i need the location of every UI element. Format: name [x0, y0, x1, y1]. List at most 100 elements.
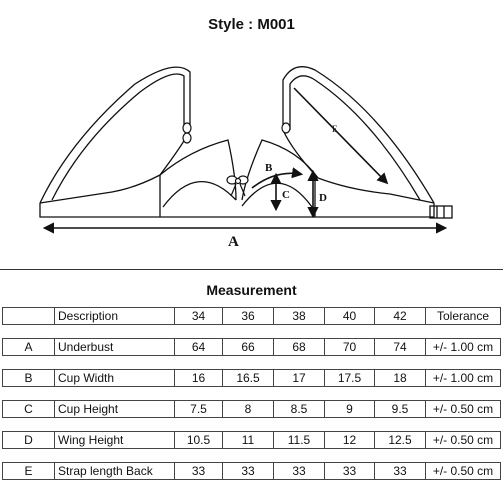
table-spacer-cell	[54, 386, 175, 401]
table-spacer-cell	[2, 386, 55, 401]
table-spacer-cell	[174, 417, 223, 432]
center-bow-icon	[226, 175, 249, 197]
size-value: 9.5	[374, 400, 426, 418]
hook-and-eye	[429, 205, 453, 219]
table-spacer-row	[2, 324, 501, 339]
table-spacer-cell	[425, 355, 501, 370]
size-value: 12.5	[374, 431, 426, 449]
table-spacer-cell	[324, 324, 375, 339]
right-strap-ring	[281, 122, 291, 134]
left-cup-outline	[159, 139, 237, 201]
style-title: Style : M001	[208, 16, 295, 33]
measure-description: Cup Height	[54, 400, 175, 418]
table-spacer-cell	[273, 448, 325, 463]
measure-code: A	[2, 338, 55, 356]
table-spacer-cell	[273, 324, 325, 339]
size-value: 9	[324, 400, 375, 418]
table-header-cell: 40	[324, 307, 375, 325]
table-spacer-cell	[174, 448, 223, 463]
table-spacer-cell	[2, 324, 55, 339]
table-spacer-row	[2, 386, 501, 401]
table-spacer-cell	[174, 386, 223, 401]
size-value: 17	[273, 369, 325, 387]
measure-description: Strap length Back	[54, 462, 175, 480]
table-spacer-cell	[324, 448, 375, 463]
size-value: 8	[222, 400, 274, 418]
table-header-cell: 38	[273, 307, 325, 325]
bra-technical-drawing: A B C D E	[39, 66, 453, 250]
size-value: 68	[273, 338, 325, 356]
size-value: 12	[324, 431, 375, 449]
size-value: 11	[222, 431, 274, 449]
table-header-cell: 34	[174, 307, 223, 325]
table-header-cell: Tolerance	[425, 307, 501, 325]
table-spacer-cell	[54, 324, 175, 339]
table-spacer-cell	[54, 448, 175, 463]
table-spacer-cell	[2, 355, 55, 370]
table-header-cell: 36	[222, 307, 274, 325]
table-spacer-cell	[222, 324, 274, 339]
label-a: A	[228, 234, 239, 250]
size-value: 66	[222, 338, 274, 356]
table-header-cell	[2, 307, 55, 325]
left-strap	[39, 66, 191, 204]
tolerance-value: +/- 0.50 cm	[425, 462, 501, 480]
measurement-title: Measurement	[206, 282, 297, 298]
table-spacer-cell	[273, 417, 325, 432]
right-cup-outline	[241, 139, 319, 201]
size-value: 33	[222, 462, 274, 480]
right-strap	[282, 66, 435, 204]
size-value: 17.5	[324, 369, 375, 387]
tolerance-value: +/- 0.50 cm	[425, 400, 501, 418]
tolerance-value: +/- 0.50 cm	[425, 431, 501, 449]
section-divider	[0, 269, 503, 270]
size-value: 8.5	[273, 400, 325, 418]
table-spacer-row	[2, 448, 501, 463]
size-value: 16	[174, 369, 223, 387]
size-value: 33	[324, 462, 375, 480]
table-spacer-cell	[374, 448, 426, 463]
size-value: 64	[174, 338, 223, 356]
band-top-right	[317, 177, 435, 204]
size-value: 18	[374, 369, 426, 387]
underband	[39, 203, 435, 218]
table-spacer-row	[2, 355, 501, 370]
label-e: E	[332, 124, 338, 134]
table-spacer-cell	[374, 386, 426, 401]
label-d: D	[319, 192, 327, 204]
size-value: 33	[273, 462, 325, 480]
table-spacer-cell	[425, 448, 501, 463]
table-spacer-cell	[374, 417, 426, 432]
label-b: B	[265, 162, 273, 174]
size-value: 10.5	[174, 431, 223, 449]
measure-code: C	[2, 400, 55, 418]
size-value: 74	[374, 338, 426, 356]
size-value: 70	[324, 338, 375, 356]
tolerance-value: +/- 1.00 cm	[425, 338, 501, 356]
table-spacer-cell	[324, 417, 375, 432]
size-value: 16.5	[222, 369, 274, 387]
table-header-cell: Description	[54, 307, 175, 325]
table-header-cell: 42	[374, 307, 426, 325]
band-top-left	[39, 174, 161, 204]
table-spacer-cell	[222, 448, 274, 463]
size-value: 33	[374, 462, 426, 480]
table-spacer-cell	[425, 417, 501, 432]
table-spacer-cell	[425, 386, 501, 401]
measure-description: Wing Height	[54, 431, 175, 449]
table-spacer-cell	[2, 417, 55, 432]
table-spacer-cell	[2, 448, 55, 463]
table-spacer-cell	[54, 417, 175, 432]
measure-e-line	[293, 87, 389, 185]
table-spacer-cell	[273, 386, 325, 401]
measure-code: E	[2, 462, 55, 480]
table-spacer-row	[2, 417, 501, 432]
table-spacer-cell	[324, 386, 375, 401]
table-spacer-cell	[174, 355, 223, 370]
